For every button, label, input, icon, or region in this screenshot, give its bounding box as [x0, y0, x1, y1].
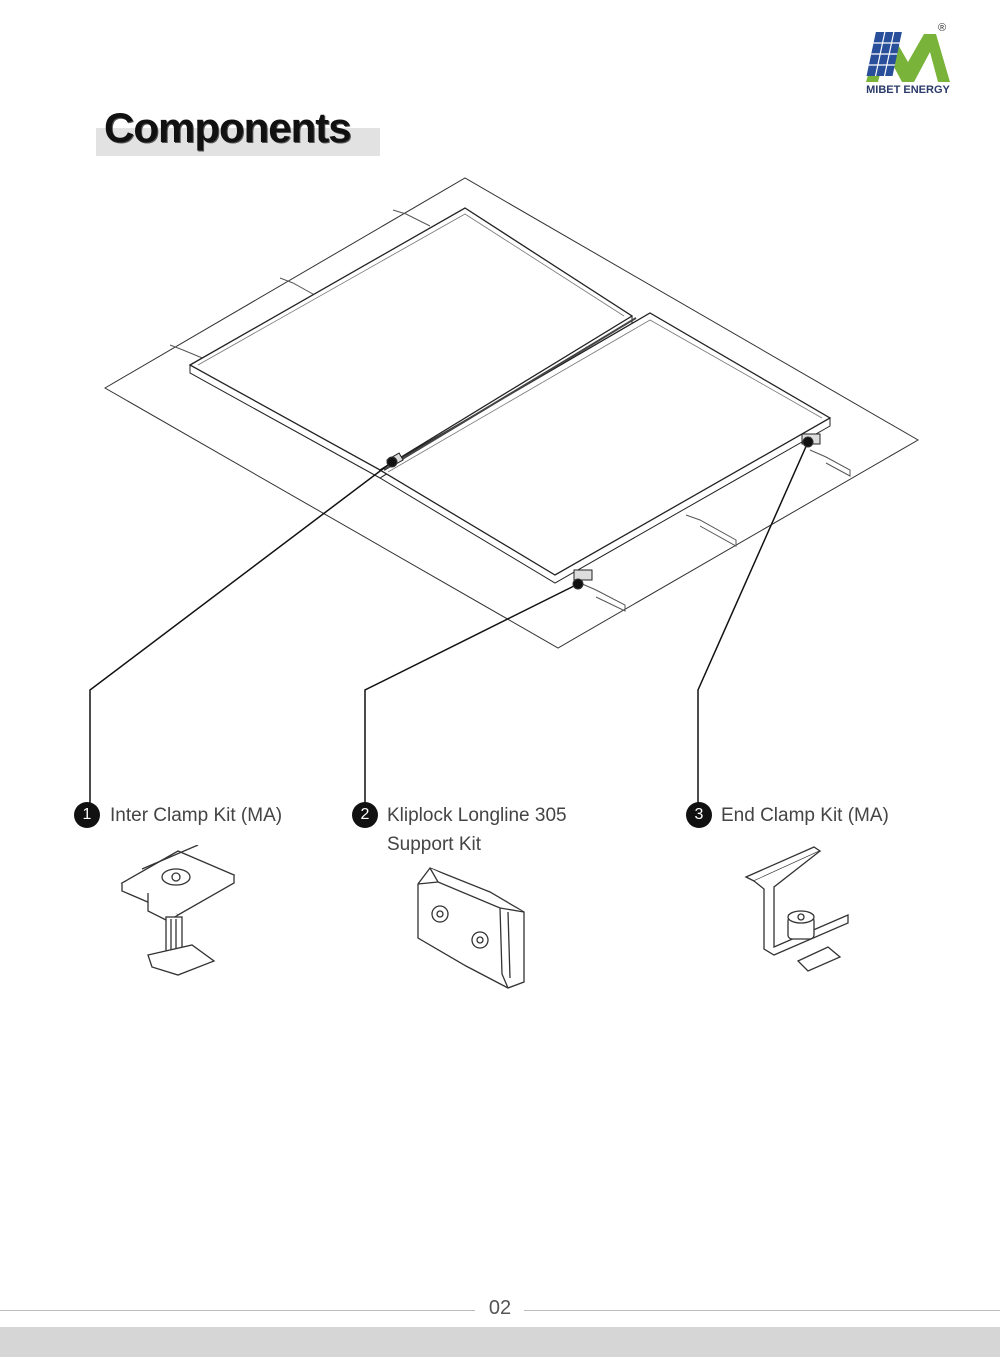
component-3-label: End Clamp Kit (MA) — [721, 805, 889, 826]
leader-line-2 — [364, 583, 579, 808]
component-1-number: 1 — [74, 802, 100, 828]
footer-rule-right — [524, 1310, 1000, 1311]
title-underline-bar — [96, 128, 380, 156]
leader-line-1 — [89, 461, 393, 808]
leader-line-3 — [697, 441, 809, 808]
registered-mark: ® — [938, 22, 947, 34]
component-3-number: 3 — [686, 802, 712, 828]
component-2-label-line2: Support Kit — [387, 834, 481, 855]
brand-name: MIBET ENERGY — [866, 84, 950, 96]
roof-plane-outline — [104, 177, 919, 649]
component-2-number: 2 — [352, 802, 378, 828]
component-2-label-line1: Kliplock Longline 305 — [387, 805, 567, 826]
mibet-logo: ® MIBET ENERGY — [858, 22, 958, 102]
page-number: 02 — [488, 1297, 512, 1319]
page-title: Components — [104, 104, 352, 151]
logo-mark-icon — [866, 32, 950, 82]
end-clamp-icon — [744, 846, 849, 972]
kliplock-support-icon — [417, 867, 525, 989]
footer-band — [0, 1327, 1000, 1357]
footer-rule-left — [0, 1310, 475, 1311]
roof-assembly-drawing — [89, 177, 919, 808]
component-1-label: Inter Clamp Kit (MA) — [110, 805, 283, 826]
inter-clamp-icon — [120, 845, 236, 976]
